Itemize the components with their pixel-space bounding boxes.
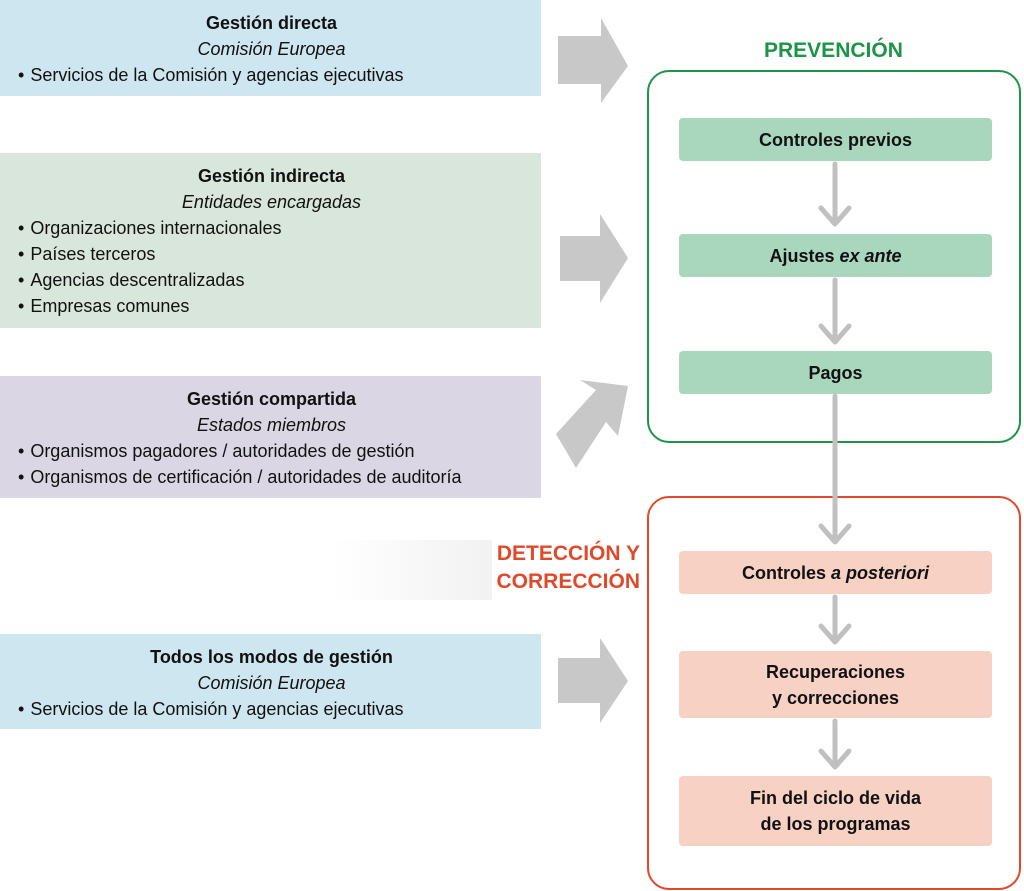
down-arrow-icon — [818, 161, 852, 227]
block-arrow-icon — [558, 18, 628, 103]
step-label-line1: Recuperaciones — [765, 661, 906, 682]
box-subtitle: Comisión Europea — [197, 39, 346, 59]
box-list: Servicios de la Comisión y agencias ejec… — [18, 62, 525, 88]
list-item: Empresas comunes — [18, 293, 525, 319]
step-label-italic: ex ante — [839, 245, 902, 266]
management-box-direct: Gestión directa Comisión Europea Servici… — [0, 0, 541, 96]
list-item: Organizaciones internacionales — [18, 215, 525, 241]
step-controles-a-posteriori: Controles a posteriori — [679, 551, 992, 594]
box-subtitle: Estados miembros — [196, 415, 347, 435]
management-box-all: Todos los modos de gestión Comisión Euro… — [0, 634, 541, 729]
step-label-prefix: Ajustes — [769, 245, 840, 266]
management-box-shared: Gestión compartida Estados miembros Orga… — [0, 376, 541, 498]
step-label: Pagos — [808, 362, 863, 383]
down-arrow-icon — [818, 594, 852, 645]
step-fin-ciclo: Fin del ciclo de vida de los programas — [679, 776, 992, 846]
step-label-prefix: Controles — [741, 562, 831, 583]
step-controles-previos: Controles previos — [679, 118, 992, 161]
down-arrow-icon — [818, 277, 852, 345]
box-subtitle: Entidades encargadas — [181, 192, 362, 212]
detection-title-line1: DETECCIÓN Y — [496, 542, 640, 565]
down-arrow-icon — [818, 393, 852, 545]
decorative-fade — [332, 540, 492, 600]
step-label-line1: Fin del ciclo de vida — [749, 788, 922, 808]
block-arrow-icon — [558, 638, 628, 723]
list-item: Servicios de la Comisión y agencias ejec… — [18, 62, 525, 88]
list-item: Organismos de certificación / autoridade… — [18, 464, 525, 490]
box-list: Servicios de la Comisión y agencias ejec… — [18, 696, 525, 722]
list-item: Países terceros — [18, 241, 525, 267]
down-arrow-icon — [818, 718, 852, 770]
block-arrow-icon — [556, 380, 628, 468]
management-box-indirect: Gestión indirecta Entidades encargadas O… — [0, 153, 541, 328]
step-label-italic: a posteriori — [830, 562, 930, 583]
box-subtitle: Comisión Europea — [197, 673, 346, 693]
box-title: Gestión compartida — [186, 389, 357, 409]
step-label-line2: de los programas — [760, 814, 911, 834]
list-item: Servicios de la Comisión y agencias ejec… — [18, 696, 525, 722]
step-label: Controles a posteriori — [742, 560, 929, 586]
step-recuperaciones: Recuperaciones y correcciones — [679, 651, 992, 718]
list-item: Agencias descentralizadas — [18, 267, 525, 293]
box-list: Organizaciones internacionales Países te… — [18, 215, 525, 319]
step-ajustes-ex-ante: Ajustes ex ante — [679, 234, 992, 277]
step-label: Controles previos — [758, 129, 913, 150]
step-label-line2: y correcciones — [771, 687, 900, 708]
detection-title: DETECCIÓN Y CORRECCIÓN — [460, 540, 640, 596]
step-label: Ajustes ex ante — [769, 243, 901, 269]
box-title: Gestión indirecta — [197, 166, 346, 186]
list-item: Organismos pagadores / autoridades de ge… — [18, 438, 525, 464]
box-title: Gestión directa — [205, 13, 338, 33]
prevention-title: PREVENCIÓN — [764, 39, 903, 62]
box-title: Todos los modos de gestión — [150, 647, 393, 667]
box-list: Organismos pagadores / autoridades de ge… — [18, 438, 525, 490]
step-pagos: Pagos — [679, 351, 992, 394]
block-arrow-icon — [560, 214, 628, 303]
detection-title-line2: CORRECCIÓN — [496, 570, 640, 593]
